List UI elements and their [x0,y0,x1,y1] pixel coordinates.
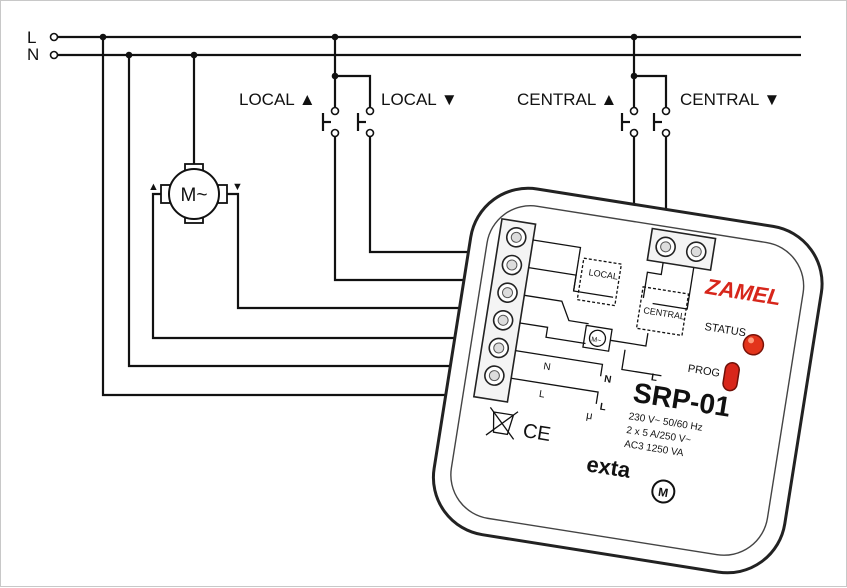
micro-symbol: μ [585,410,593,423]
local-down-button-symbol [356,106,375,138]
local-up-label: LOCAL ▲ [239,90,316,109]
motor-badge-label: M [657,485,669,500]
n-terminal-label: N [543,361,552,373]
prog-button[interactable] [722,362,740,392]
n-line-label: N [27,45,39,64]
central-bridge-wire [634,74,668,107]
l-terminal-label: L [538,389,546,401]
srp01-device: LOCAL CENTRAL N L N L L M~ ZAMEL STATUS … [431,186,824,575]
motor-up-arrow: ▲ [148,181,159,193]
left-terminal-block [472,217,537,403]
l-output-label: L [599,402,607,414]
n-output-label: N [603,374,612,386]
motor-down-wire [219,192,474,310]
local-internal-label: LOCAL [588,267,619,281]
prog-label: PROG [687,363,721,380]
l-terminal-dot [49,32,59,42]
local-up-output-wire [333,137,474,282]
central-up-label: CENTRAL ▲ [517,90,617,109]
motor-badge-icon [651,479,676,504]
top-terminal-block [646,227,717,272]
l-supply-wire [101,37,474,397]
internal-schematic [511,239,695,405]
central-up-button-symbol [620,106,639,138]
central-down-button-symbol [652,106,671,138]
motor-symbol: M~ [160,163,228,224]
internal-motor-label: M~ [591,336,602,344]
local-down-label: LOCAL ▼ [381,90,458,109]
local-up-button-symbol [321,106,340,138]
l-switch-label: L [650,372,658,384]
n-terminal-dot [49,50,59,60]
motor-down-arrow: ▼ [232,181,243,193]
central-down-label: CENTRAL ▼ [680,90,780,109]
local-down-output-wire [368,137,474,254]
local-bridge-wire [335,74,372,107]
n-supply-wire [127,55,474,368]
l-line-label: L [27,28,36,47]
ce-mark: CE [521,420,552,446]
status-led-highlight [748,337,755,344]
weee-bin-icon [485,407,519,440]
junction-dots [99,33,638,80]
motor-label: M~ [181,185,208,206]
device-inner-panel [450,205,805,556]
